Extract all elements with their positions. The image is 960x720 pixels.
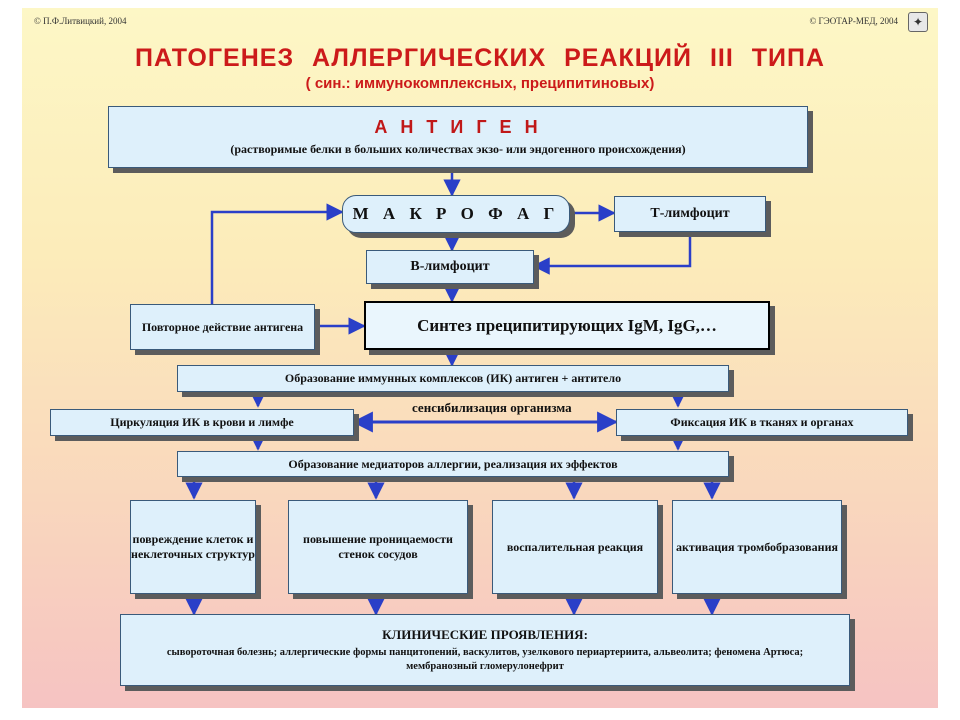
slide-subtitle: ( син.: иммунокомплексных, преципитиновы… <box>305 75 655 92</box>
slide-title: ПАТОГЕНЕЗ АЛЛЕРГИЧЕСКИХ РЕАКЦИЙ III ТИПА <box>135 44 825 72</box>
arrow-tcell-bcell <box>532 233 692 275</box>
inflammation-box: воспалительная реакция <box>492 500 658 594</box>
clinical-box: КЛИНИЧЕСКИЕ ПРОЯВЛЕНИЯ: сывороточная бол… <box>120 614 850 686</box>
b-lymphocyte-box: В-лимфоцит <box>366 250 534 284</box>
t-lymphocyte-box: Т-лимфоцит <box>614 196 766 232</box>
copyright-right: © ГЭОТАР-МЕД, 2004 <box>809 16 898 26</box>
sensitization-label: сенсибилизация организма <box>412 400 572 415</box>
antigen-title: А Н Т И Г Е Н <box>374 117 542 137</box>
circulation-box: Циркуляция ИК в крови и лимфе <box>50 409 354 436</box>
antigen-description: (растворимые белки в больших количествах… <box>230 142 686 156</box>
macrophage-label: М А К Р О Ф А Г <box>352 204 560 223</box>
t-lymphocyte-label: Т-лимфоцит <box>650 206 730 221</box>
immune-complex-label: Образование иммунных комплексов (ИК) ант… <box>284 371 622 385</box>
b-lymphocyte-label: В-лимфоцит <box>410 259 490 274</box>
repeat-antigen-box: Повторное действие антигена <box>130 304 315 350</box>
permeability-label: повышение проницаемости стенок сосудов <box>303 532 453 561</box>
cell-damage-box: повреждение клеток и неклеточных структу… <box>130 500 256 594</box>
mediators-box: Образование медиаторов аллергии, реализа… <box>177 451 729 477</box>
copyright-left: © П.Ф.Литвицкий, 2004 <box>34 16 127 26</box>
fixation-label: Фиксация ИК в тканях и органах <box>670 415 854 429</box>
synthesis-box: Синтез преципитирующих IgM, IgG,… <box>364 301 770 350</box>
circulation-label: Циркуляция ИК в крови и лимфе <box>110 415 294 429</box>
antigen-box: А Н Т И Г Е Н (растворимые белки в больш… <box>108 106 808 168</box>
cell-damage-label: повреждение клеток и неклеточных структу… <box>131 532 255 561</box>
inflammation-label: воспалительная реакция <box>506 539 644 554</box>
slide: © П.Ф.Литвицкий, 2004 © ГЭОТАР-МЕД, 2004… <box>22 8 938 708</box>
thrombosis-label: активация тромбобразования <box>676 539 838 554</box>
mediators-label: Образование медиаторов аллергии, реализа… <box>288 456 618 471</box>
immune-complex-box: Образование иммунных комплексов (ИК) ант… <box>177 365 729 392</box>
clinical-description: сывороточная болезнь; аллергические форм… <box>166 646 804 672</box>
fixation-box: Фиксация ИК в тканях и органах <box>616 409 908 436</box>
macrophage-box: М А К Р О Ф А Г <box>342 195 570 233</box>
thrombosis-box: активация тромбобразования <box>672 500 842 594</box>
arrow-navigation-icon[interactable]: ✦ <box>908 12 928 32</box>
clinical-title: КЛИНИЧЕСКИЕ ПРОЯВЛЕНИЯ: <box>382 626 588 642</box>
arrow-connectors <box>185 168 721 616</box>
arrow-repeat-macrophage <box>210 203 344 304</box>
permeability-box: повышение проницаемости стенок сосудов <box>288 500 468 594</box>
repeat-antigen-label: Повторное действие антигена <box>141 319 304 334</box>
synthesis-label: Синтез преципитирующих IgM, IgG,… <box>417 315 717 335</box>
